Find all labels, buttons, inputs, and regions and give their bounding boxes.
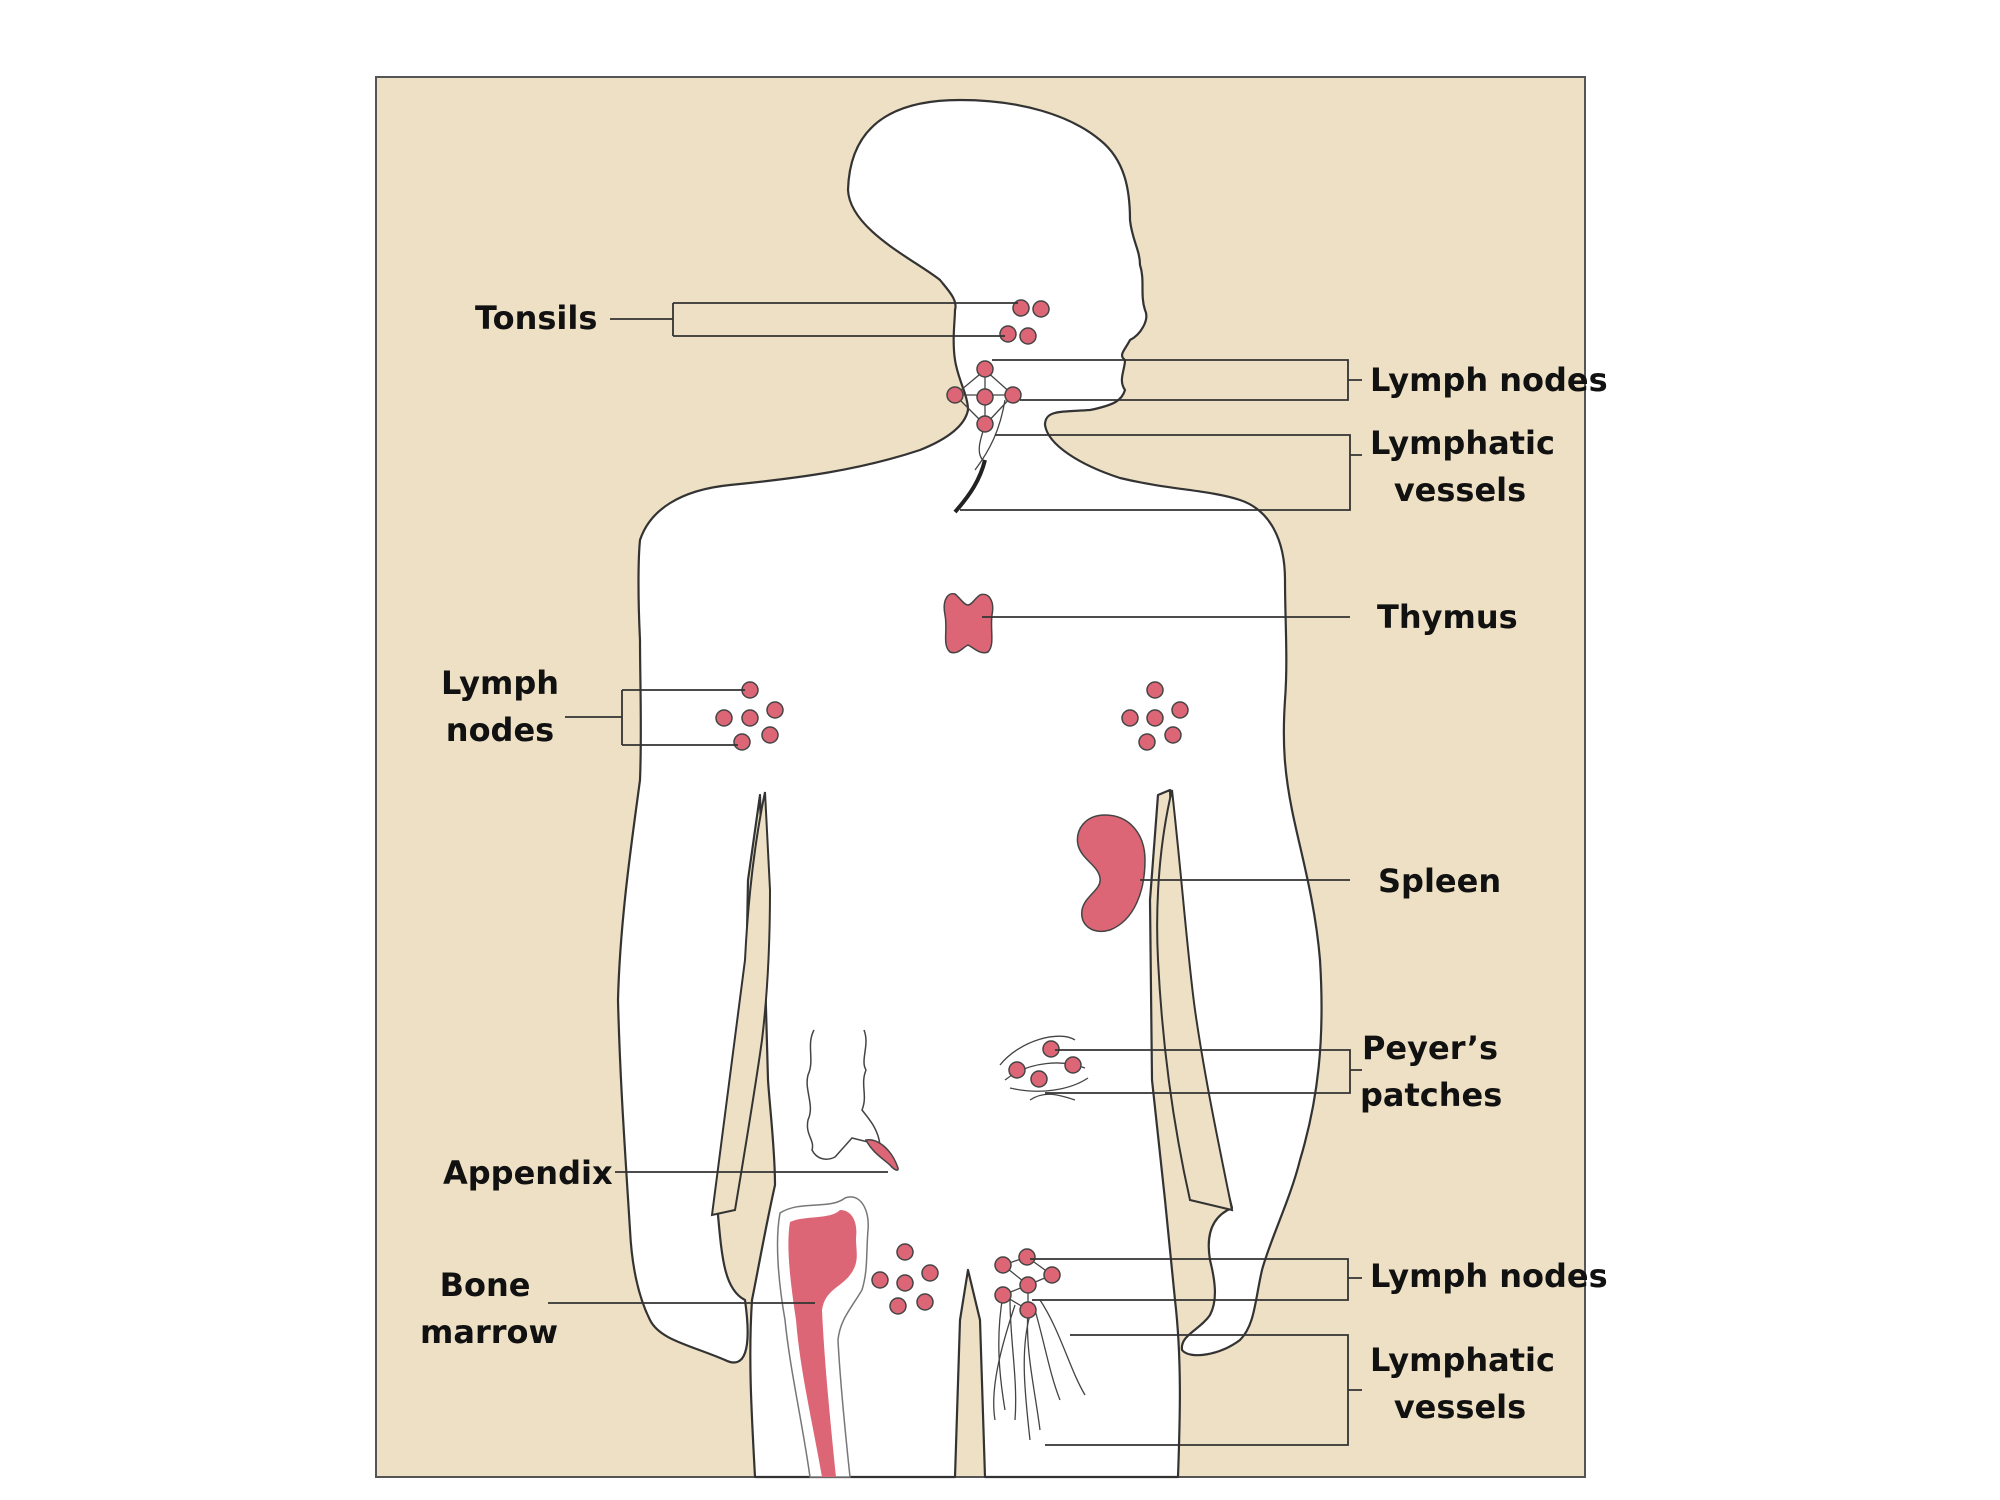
groin-lymph-nodes-leader [1030,1258,1362,1301]
neck-lymph-nodes [946,360,1022,514]
appendix [864,1139,899,1171]
tonsils-leader [610,302,1018,337]
large-intestine [806,1029,881,1160]
label-line: vessels [1393,471,1527,509]
label-neck-lymphatic-vessels: Lymphatic vessels [1370,420,1555,514]
label-groin-lymphatic-vessels: Lymphatic vessels [1370,1337,1555,1431]
armpit-lymph-nodes-leader [565,689,745,746]
peyers-patches-leader [1045,1049,1362,1094]
thymus [943,592,994,654]
leader-lines [548,302,1362,1446]
label-line: vessels [1393,1388,1527,1426]
label-bone-marrow: Bone marrow [420,1262,559,1356]
label-thymus: Thymus [1377,598,1518,636]
label-armpit-lymph-nodes: Lymph nodes [440,660,560,754]
bone-marrow [788,1210,857,1477]
label-peyers-patches: Peyer’s patches [1360,1025,1503,1119]
right-arm-gap [1156,789,1234,1212]
label-line: Lymphatic [1370,424,1555,462]
spleen [1076,814,1146,932]
body-silhouette [616,98,1323,1479]
label-line: Lymphatic [1370,1341,1555,1379]
label-appendix: Appendix [443,1154,613,1192]
label-line: Lymph [440,664,560,702]
label-spleen: Spleen [1378,862,1502,900]
neck-lymph-nodes-leader [992,359,1362,401]
left-arm-gap [710,791,772,1217]
tonsils [999,299,1050,345]
label-tonsils: Tonsils [475,299,598,337]
label-line: nodes [445,711,555,749]
neck-lymphatic-vessel [953,459,987,514]
left-armpit-lymph-nodes [715,681,784,751]
label-line: marrow [420,1313,559,1351]
label-line: Peyer’s [1361,1029,1499,1067]
groin-lymphatic-vessels-leader [1045,1334,1362,1446]
neck-lymphatic-vessels-leader [960,434,1362,511]
label-line: Bone [439,1266,531,1304]
right-armpit-lymph-nodes [1121,681,1189,751]
left-groin-lymph-nodes [871,1243,939,1315]
right-groin-lymph-nodes [993,1248,1086,1441]
label-line: patches [1360,1076,1503,1114]
label-neck-lymph-nodes: Lymph nodes [1370,361,1608,399]
peyers-patches [999,1035,1089,1101]
label-groin-lymph-nodes: Lymph nodes [1370,1257,1608,1295]
